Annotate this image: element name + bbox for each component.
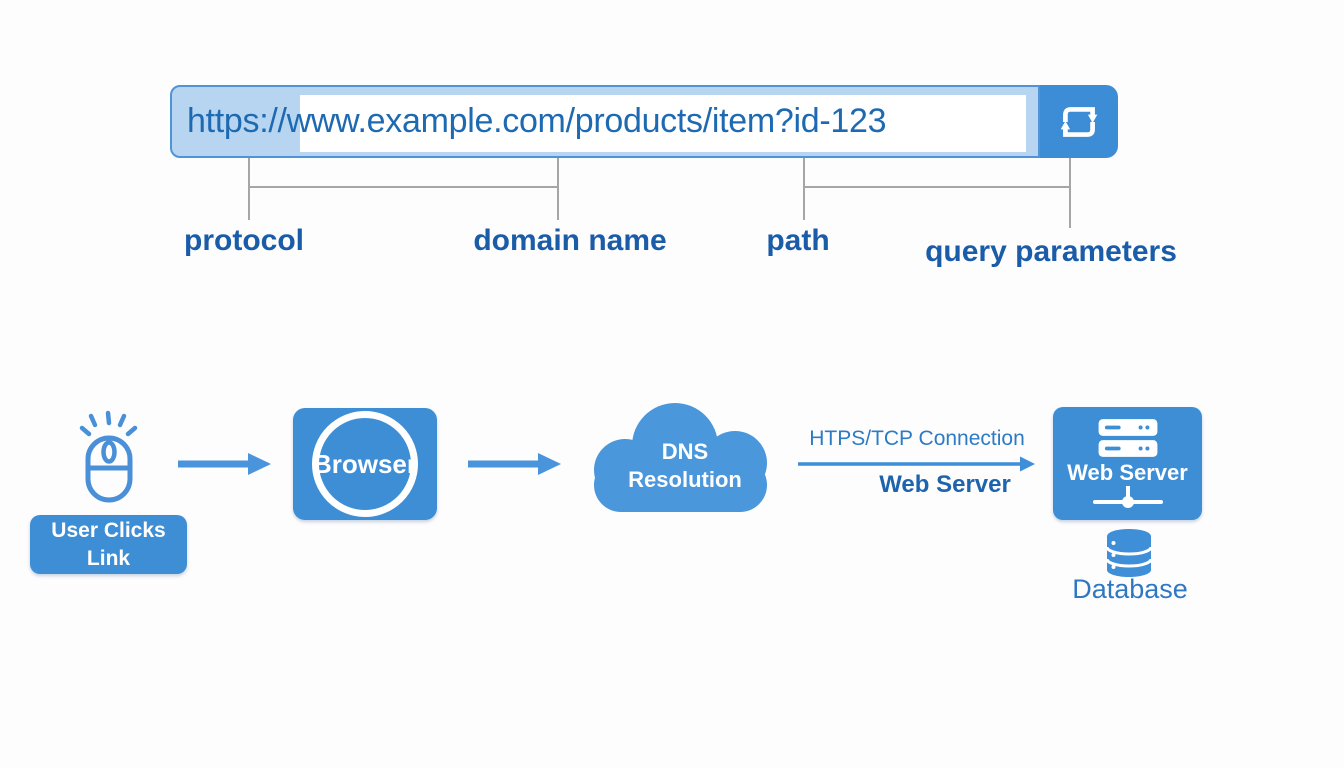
label-domain-name: domain name xyxy=(473,224,667,257)
url-selection-highlight xyxy=(300,95,1026,152)
bracket-span-query xyxy=(803,186,1070,188)
connection-target-label: Web Server xyxy=(879,471,1011,498)
bracket-span-domain xyxy=(248,186,558,188)
right-arrow-icon xyxy=(468,453,561,475)
bracket-line-domain xyxy=(557,158,559,220)
dns-label-line1: DNS xyxy=(661,439,709,464)
url-text: https://www.example.com/products/item?id… xyxy=(187,102,887,140)
user-clicks-link-box: User Clicks Link xyxy=(30,515,187,574)
network-node-icon xyxy=(1092,486,1163,508)
web-server-label: Web Server xyxy=(1067,460,1188,485)
cloud-icon xyxy=(594,403,767,512)
repeat-icon xyxy=(1060,106,1098,137)
browser-label: Browser xyxy=(312,448,418,479)
server-rack-icon xyxy=(1098,419,1157,457)
connection-arrow-icon xyxy=(798,456,1035,472)
label-query-parameters: query parameters xyxy=(925,235,1177,268)
reload-button[interactable] xyxy=(1040,85,1118,158)
bracket-line-protocol xyxy=(248,158,250,220)
dns-label-line2: Resolution xyxy=(628,466,742,492)
label-protocol: protocol xyxy=(184,224,304,257)
dns-resolution-node: DNS Resolution xyxy=(585,400,785,515)
database-label: Database xyxy=(1072,574,1188,604)
web-server-box: Web Server xyxy=(1053,407,1202,520)
bracket-line-query xyxy=(1069,158,1071,228)
label-path: path xyxy=(766,224,830,257)
connection-label: HTPS/TCP Connection xyxy=(809,427,1025,450)
url-address-field[interactable]: https://www.example.com/products/item?id… xyxy=(170,85,1040,158)
mouse-click-icon xyxy=(79,410,138,503)
database-icon xyxy=(1105,529,1153,577)
user-clicks-link-label: User Clicks Link xyxy=(51,519,166,570)
globe-circle-icon xyxy=(312,411,418,517)
bracket-line-path xyxy=(803,158,805,220)
browser-box: Browser xyxy=(293,408,437,520)
url-bar: https://www.example.com/products/item?id… xyxy=(170,85,1118,158)
right-arrow-icon xyxy=(178,453,271,475)
